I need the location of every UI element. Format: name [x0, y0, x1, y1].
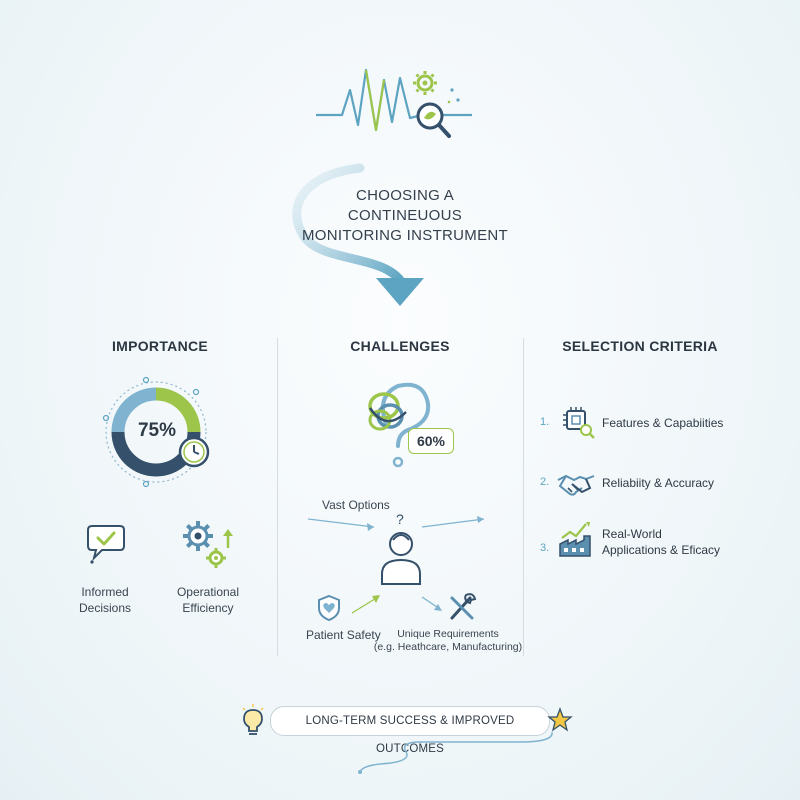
handshake-icon — [557, 474, 595, 496]
wrench-screwdriver-icon — [450, 593, 477, 620]
magnifier-icon — [416, 102, 451, 138]
banner-swoosh — [358, 731, 553, 774]
vast-options-label: Vast Options — [322, 498, 390, 512]
challenges-heading: CHALLENGES — [350, 338, 450, 354]
unique-requirements-label: Unique Requirements (e.g. Heathcare, Man… — [373, 628, 523, 653]
star-icon — [547, 707, 573, 732]
chip-magnifier-icon — [563, 407, 595, 439]
clock-icon — [178, 436, 210, 468]
challenge-arrows — [307, 516, 485, 614]
criterion-3-label: Real-World Applications & Eficacy — [602, 527, 721, 557]
title-line-1: CHOOSING A — [355, 187, 455, 204]
arrow-up-icon — [223, 529, 233, 548]
lightbulb-icon — [242, 704, 264, 735]
flow-arrow — [292, 163, 424, 306]
tangle-value: 60% — [408, 428, 454, 454]
patient-safety-label: Patient Safety — [306, 628, 381, 642]
tangled-question-icon — [368, 382, 431, 468]
criterion-2-number: 2. — [540, 476, 550, 488]
operational-efficiency-label: Operational Efficiency — [176, 585, 240, 615]
gears-icon — [183, 521, 233, 568]
criterion-1-number: 1. — [540, 416, 550, 428]
factory-growth-icon — [559, 522, 591, 557]
importance-heading: IMPORTANCE — [111, 338, 209, 354]
informed-decisions-label: Informed Decisions — [78, 585, 132, 615]
title-line-2: CONTINEUOUS — [347, 207, 463, 224]
main-title: CHOOSING A CONTINEUOUS MONITORING INSTRU… — [300, 186, 510, 246]
criterion-2-label: Reliabiity & Accuracy — [602, 476, 715, 490]
person-question-icon: ? — [381, 511, 421, 585]
shield-heart-icon — [318, 594, 340, 622]
criterion-3-number: 3. — [540, 542, 550, 554]
heartbeat-waveform-icon — [316, 68, 472, 138]
title-line-3: MONITORING INSTRUMENT — [301, 227, 509, 244]
gauge-value: 75% — [137, 420, 177, 441]
selection-criteria-heading: SELECTION CRITERIA — [562, 338, 718, 354]
criterion-1-label: Features & Capabiities — [602, 416, 724, 430]
outcome-banner: LONG-TERM SUCCESS & IMPROVED OUTCOMES — [270, 706, 550, 755]
speech-bubble-check-icon — [87, 525, 125, 564]
column-divider — [523, 338, 524, 656]
sparkle-icon — [102, 376, 200, 488]
svg-text:?: ? — [396, 511, 404, 527]
gear-icon — [413, 71, 437, 95]
column-divider — [277, 338, 278, 656]
